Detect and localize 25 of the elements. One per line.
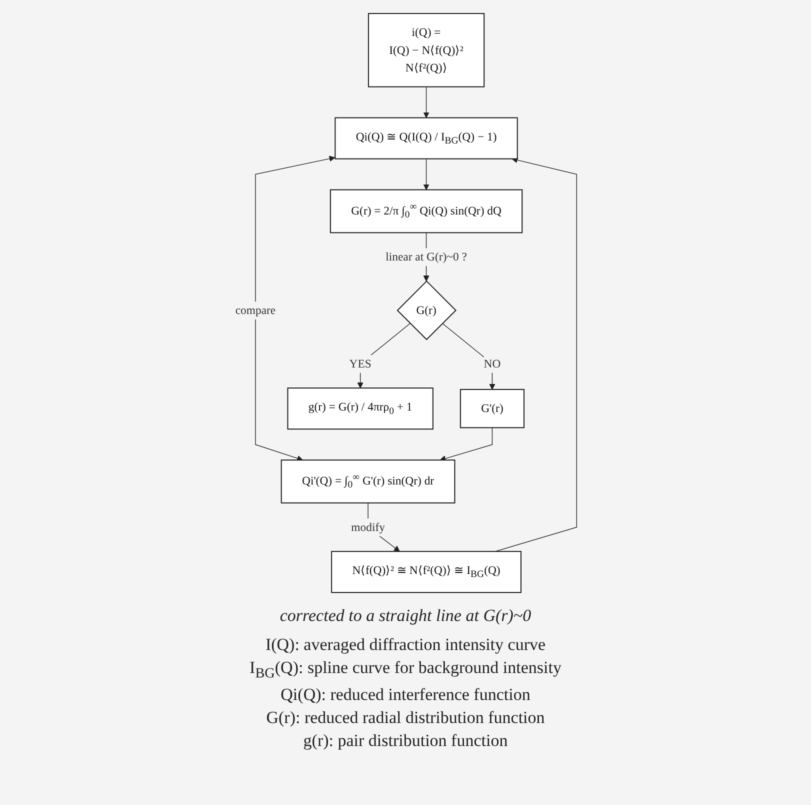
node-box: G(r) = 2/π ∫$_{0}$$^{∞}$ Qi(Q) sin(Qr) dQ [329,189,522,234]
arrow [439,427,492,462]
node-box: N⟨f(Q)⟩² ≅ N⟨f²(Q)⟩ ≅ I$_{BG}$(Q) [330,550,521,593]
node-box: Qi'(Q) = ∫$_{0}$$^{∞}$ G'(r) sin(Qr) dr [280,460,455,504]
arrow [442,323,495,390]
node-box: G'(r) [459,388,524,428]
arrow [422,158,429,190]
node-box: Qi(Q) ≅ Q(I(Q) / I$_{BG}$(Q) − 1) [334,117,518,160]
edge-label: NO [483,357,500,370]
edge-label: linear at G(r)~0 ? [385,250,466,264]
edge-label: modify [350,520,384,534]
arrow [422,86,429,118]
definition-text: g(r): pair distribution function [303,731,508,752]
node-diamond: G(r) [396,280,456,340]
definition-text: Qi(Q): reduced interference function [280,685,530,706]
definition-text: I(Q): averaged diffraction intensity curve [265,635,546,655]
edge-label: YES [348,357,371,370]
arrow [254,156,335,462]
arrow [356,323,410,388]
note-text: corrected to a straight line at G(r)~0 [280,606,532,626]
node-box: i(Q) = I(Q) − N⟨f(Q)⟩² N⟨f²(Q)⟩ [367,13,484,88]
definition-text: G(r): reduced radial distribution function [266,708,545,728]
definition-text: I$_{BG}$(Q): spline curve for background intensity [250,658,562,682]
node-box: g(r) = G(r) / 4πrρ$_{0}$ + 1 [286,388,433,430]
edge-label: compare [234,304,276,317]
